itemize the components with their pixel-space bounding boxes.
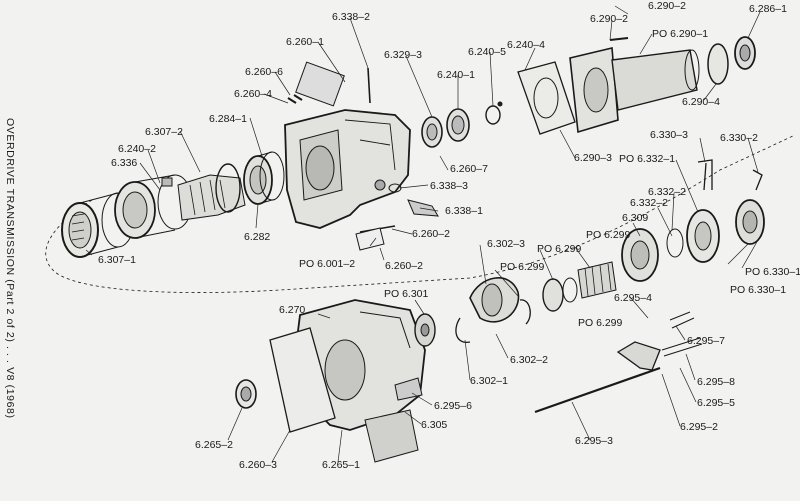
label-po-6-001-2: PO 6.001–2: [299, 258, 356, 270]
output-shaft-6-307-2: [177, 163, 246, 221]
label-6-295-2: 6.295–2: [680, 421, 718, 433]
label-po-6-290-1: PO 6.290–1: [652, 28, 709, 40]
label-6-240-1: 6.240–1: [437, 69, 475, 81]
label-6-240-2: 6.240–2: [118, 143, 156, 155]
label-po-6-299c: PO 6.299: [500, 261, 545, 273]
label-6-260-2b: 6.260–2: [385, 260, 423, 272]
rear-housing-6-290-1: [569, 36, 756, 134]
bearing-6-282: [243, 151, 285, 205]
label-po-6-299d: PO 6.299: [578, 317, 623, 329]
clutch-hub-6-240-2: [114, 174, 193, 239]
label-6-282: 6.282: [244, 231, 271, 243]
gasket-6-290-3: [517, 61, 576, 135]
label-6-307-1: 6.307–1: [98, 254, 136, 266]
label-po-6-301: PO 6.301: [384, 288, 429, 300]
seal-6-265-2: [235, 379, 257, 409]
label-6-307-2: 6.307–2: [145, 126, 183, 138]
lever-6-338-1: [359, 183, 439, 233]
label-6-295-6: 6.295–6: [434, 400, 472, 412]
label-6-260-7: 6.260–7: [450, 163, 488, 175]
label-6-332-2b: 6.332–2: [630, 197, 668, 209]
label-6-295-5: 6.295–5: [697, 397, 735, 409]
leader-lines: [85, 5, 761, 463]
label-6-270: 6.270: [279, 304, 306, 316]
label-6-260-1: 6.260–1: [286, 36, 324, 48]
label-6-330-2: 6.330–2: [720, 132, 758, 144]
label-6-260-2a: 6.260–2: [412, 228, 450, 240]
plate-6-001-2: [355, 227, 385, 251]
label-6-290-3: 6.290–3: [574, 152, 612, 164]
pin-6-338-2: [367, 67, 371, 104]
label-6-330-3: 6.330–3: [650, 129, 688, 141]
label-6-338-3: 6.338–3: [430, 180, 468, 192]
label-6-290-2b: 6.290–2: [648, 0, 686, 12]
label-6-309: 6.309: [622, 212, 649, 224]
label-6-338-1: 6.338–1: [445, 205, 483, 217]
label-6-336: 6.336: [111, 157, 138, 169]
label-6-302-1: 6.302–1: [470, 375, 508, 387]
label-po-6-330-1b: PO 6.330–1: [730, 284, 787, 296]
brake-band-6-302: [455, 277, 531, 343]
label-6-290-4: 6.290–4: [682, 96, 720, 108]
label-6-305: 6.305: [421, 419, 448, 431]
label-6-329-3: 6.329–3: [384, 49, 422, 61]
label-6-332-2a: 6.332–2: [648, 186, 686, 198]
label-6-295-8: 6.295–8: [697, 376, 735, 388]
shaft-6-295-3: [534, 311, 703, 414]
label-po-6-299a: PO 6.299: [586, 229, 631, 241]
gasket-6-260-3: [269, 327, 336, 433]
pump-parts-6-301: [394, 313, 436, 401]
label-6-295-7: 6.295–7: [687, 335, 725, 347]
label-6-302-2: 6.302–2: [510, 354, 548, 366]
assembly-centerline: [45, 134, 796, 293]
label-6-338-2: 6.338–2: [332, 11, 370, 23]
label-6-260-6: 6.260–6: [245, 66, 283, 78]
sleeves-6-329-3: [421, 101, 503, 148]
overdrive-housing: [284, 61, 411, 229]
label-6-286-1: 6.286–1: [749, 3, 787, 15]
gears-6-299: [542, 261, 617, 312]
bearing-6-307-1: [61, 192, 135, 258]
label-6-302-3: 6.302–3: [487, 238, 525, 250]
label-6-240-5: 6.240–5: [468, 46, 506, 58]
label-6-284-1: 6.284–1: [209, 113, 247, 125]
label-6-265-2: 6.265–2: [195, 439, 233, 451]
label-6-260-3: 6.260–3: [239, 459, 277, 471]
label-po-6-330-1a: PO 6.330–1: [745, 266, 800, 278]
label-6-260-4: 6.260–4: [234, 88, 272, 100]
label-6-265-1: 6.265–1: [322, 459, 360, 471]
label-6-295-3: 6.295–3: [575, 435, 613, 447]
label-6-295-4: 6.295–4: [614, 292, 652, 304]
label-po-6-332-1: PO 6.332–1: [619, 153, 676, 165]
label-6-240-4: 6.240–4: [507, 39, 545, 51]
label-po-6-299b: PO 6.299: [537, 243, 582, 255]
planet-carrier-6-309: [621, 159, 765, 282]
label-6-290-2: 6.290–2: [590, 13, 628, 25]
